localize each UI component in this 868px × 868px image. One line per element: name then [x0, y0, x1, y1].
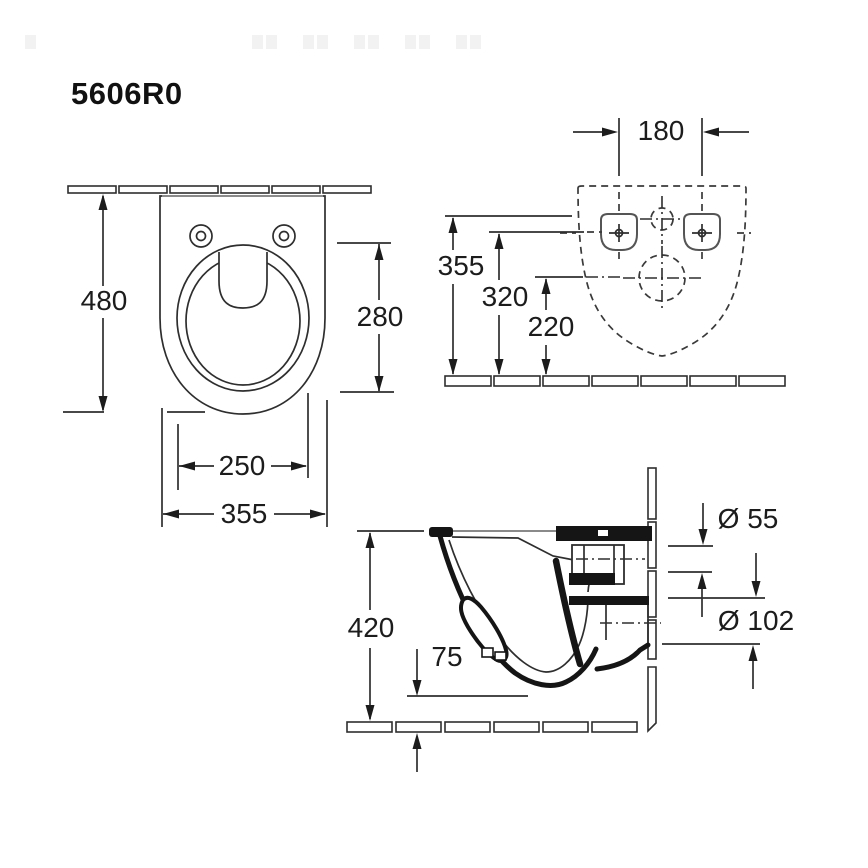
water-inlet-mark — [640, 196, 684, 244]
seat-ring-outer — [176, 244, 310, 392]
side-view — [346, 467, 765, 772]
product-code: 5606R0 — [71, 76, 183, 111]
dim-250-lines — [177, 393, 309, 490]
dim-label-355-top: 355 — [216, 500, 272, 528]
dim-label-280: 280 — [352, 303, 408, 331]
dim-label-180: 180 — [633, 117, 689, 145]
wall-fixing-hole-right — [683, 213, 721, 251]
floor-hatch-rear-view — [444, 375, 786, 387]
wall-hatch-side-view — [647, 467, 657, 733]
dim-label-75: 75 — [427, 643, 467, 671]
dim-420-lines — [357, 530, 424, 721]
rear-view — [444, 118, 786, 387]
dim-280-lines — [337, 242, 394, 393]
wall-fixing-hole-left — [600, 213, 638, 251]
floor-hatch-side-view — [346, 721, 638, 733]
dim-label-320: 320 — [477, 283, 533, 311]
seat-fixing-holes — [189, 224, 296, 248]
flush-distributor — [218, 252, 268, 309]
dim-label-355-rear: 355 — [433, 252, 489, 280]
dim-label-outlet-diameter: Ø 102 — [713, 607, 799, 635]
dim-355-top-lines — [161, 400, 328, 527]
dim-label-480: 480 — [76, 287, 132, 315]
dim-label-220: 220 — [523, 313, 579, 341]
dim-label-250: 250 — [214, 452, 270, 480]
dim-label-420: 420 — [343, 614, 399, 642]
dim-outlet-diameter-lines — [662, 553, 765, 689]
dim-label-inlet-diameter: Ø 55 — [713, 505, 783, 533]
outlet-mark — [623, 246, 701, 310]
dim-320-lines — [489, 231, 602, 375]
dim-75-lines — [407, 649, 528, 772]
pan-section — [429, 526, 661, 688]
dim-355-rear-lines — [445, 215, 572, 375]
dim-180-lines — [573, 118, 749, 176]
bowl-outer-outline — [159, 195, 326, 415]
pan-rear-outline — [577, 185, 747, 357]
watermark-row — [25, 35, 481, 49]
dim-220-lines — [535, 276, 622, 375]
dim-480-lines — [63, 194, 205, 413]
wall-hatch-top-view — [67, 185, 372, 194]
top-view — [63, 185, 394, 527]
dim-inlet-diameter-lines — [668, 503, 713, 617]
